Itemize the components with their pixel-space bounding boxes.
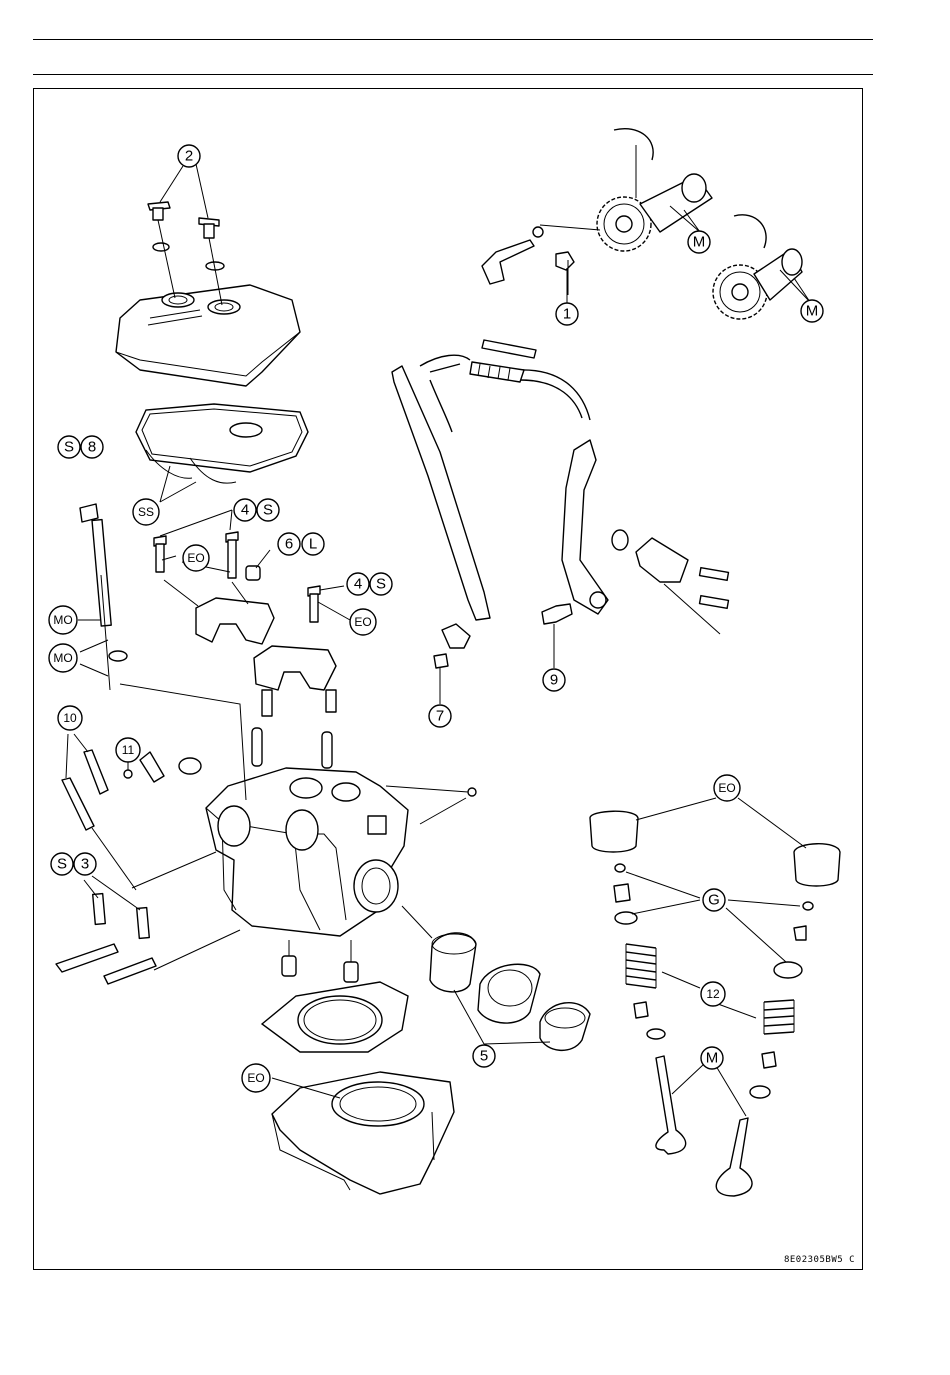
- callout-12: 12: [701, 982, 725, 1006]
- callout-5: 5: [473, 1045, 495, 1067]
- s-label: S: [376, 576, 386, 593]
- valves: [656, 1056, 752, 1196]
- valve-lifters: [590, 811, 840, 886]
- callout-eo-cylinder: EO: [242, 1064, 270, 1092]
- callout-5-label: 5: [480, 1048, 488, 1065]
- valve-shims-retainers: [614, 864, 813, 978]
- s-label: S: [64, 439, 74, 456]
- cam-chain-tensioner: [612, 530, 728, 634]
- s-label: S: [57, 856, 67, 873]
- cylinder-head-bolt: [80, 504, 111, 690]
- cam-chain-guide: [392, 355, 590, 620]
- cam-chain-tensioner-guide: [542, 440, 608, 624]
- dowel-pins: [282, 940, 358, 982]
- cylinder-bolts: [56, 894, 240, 984]
- cam-chain: [470, 340, 536, 382]
- callout-4-s-lower: 4 S: [347, 573, 392, 595]
- intake-camshaft: [713, 215, 802, 319]
- callout-s-3: S 3: [51, 853, 96, 875]
- callout-7-label: 7: [436, 708, 444, 725]
- m-label: M: [806, 303, 819, 320]
- callout-eo-lower: EO: [350, 609, 376, 635]
- callout-6-label: 6: [285, 536, 293, 553]
- callout-9-label: 9: [550, 672, 558, 689]
- callout-mo-bolt: MO: [49, 606, 77, 634]
- m-label: M: [693, 234, 706, 251]
- callout-8-label: 8: [88, 439, 96, 456]
- cover-gasket: [136, 404, 308, 483]
- callout-s-8: S 8: [58, 436, 103, 458]
- figure-code: 8E02305BW5 C: [784, 1255, 855, 1265]
- mo-label: MO: [53, 651, 72, 665]
- g-label: G: [708, 892, 720, 909]
- camshaft-caps: [154, 532, 336, 716]
- callout-ss: SS: [133, 499, 159, 525]
- callout-4-label: 4: [241, 502, 249, 519]
- callout-10-label: 10: [63, 711, 77, 725]
- callout-7: 7: [429, 705, 451, 727]
- cylinder-head-gasket: [262, 982, 408, 1052]
- callout-eo-lifter: EO: [714, 775, 740, 801]
- callout-1: 1: [556, 303, 578, 325]
- callout-3-label: 3: [81, 856, 89, 873]
- cylinder-head-cover: [116, 285, 300, 386]
- callout-4-s-upper: 4 S: [234, 499, 279, 521]
- callout-11-label: 11: [122, 743, 135, 757]
- eo-label: EO: [354, 615, 371, 629]
- callout-m-valve: M: [701, 1047, 723, 1069]
- guide-bracket: [434, 624, 470, 668]
- intake-duct-clamps: [402, 906, 590, 1050]
- callout-4-label: 4: [354, 576, 362, 593]
- callout-m-exhaust-cam: M: [688, 231, 710, 253]
- s-label: S: [263, 502, 273, 519]
- callout-2: 2: [178, 145, 200, 167]
- eo-label: EO: [718, 781, 735, 795]
- l-label: L: [309, 536, 317, 553]
- ss-label: SS: [138, 505, 154, 519]
- callout-11: 11: [116, 738, 140, 762]
- cylinder-head: [120, 684, 476, 936]
- callout-10: 10: [58, 706, 82, 730]
- callout-g: G: [703, 889, 725, 911]
- m-label: M: [706, 1050, 719, 1067]
- callout-mo-washer: MO: [49, 644, 77, 672]
- callout-6-l: 6 L: [278, 533, 324, 555]
- callout-1-label: 1: [563, 306, 571, 323]
- eo-label: EO: [187, 551, 204, 565]
- callout-m-intake-cam: M: [801, 300, 823, 322]
- callout-9: 9: [543, 669, 565, 691]
- callout-12-label: 12: [706, 987, 720, 1001]
- mo-label: MO: [53, 613, 72, 627]
- head-bolt-washer: [109, 651, 127, 661]
- cylinder: [272, 1072, 454, 1194]
- callout-eo-upper: EO: [183, 545, 209, 571]
- callout-2-label: 2: [185, 148, 193, 165]
- eo-label: EO: [247, 1071, 264, 1085]
- decompressor-and-cam-bolt: [482, 225, 600, 295]
